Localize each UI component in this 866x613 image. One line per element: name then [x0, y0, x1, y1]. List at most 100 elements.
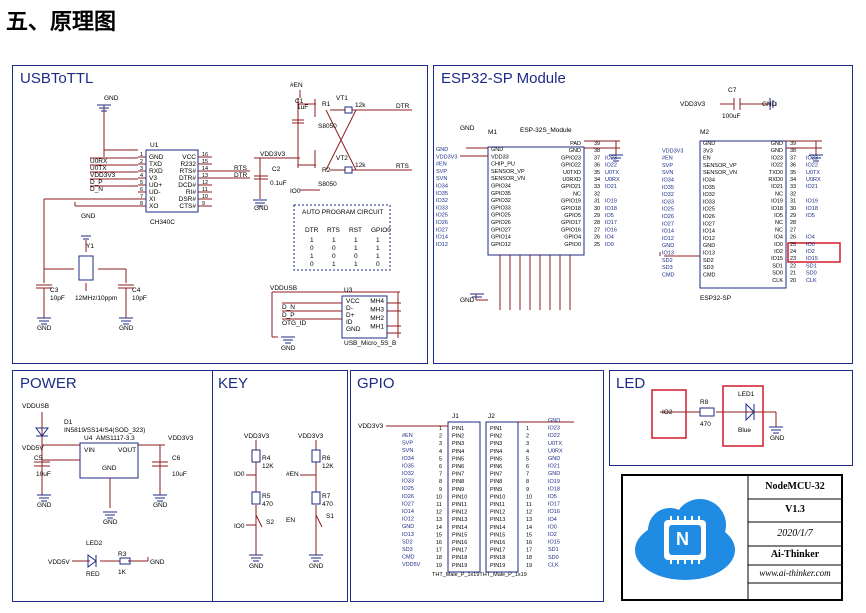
m2-right-pin: IO5	[774, 213, 783, 219]
j2-pin: PIN2	[490, 434, 502, 440]
j2-pin-num: 19	[526, 563, 532, 569]
m2-left-pin: IO12	[703, 236, 715, 242]
m2-right-num: 26	[790, 235, 796, 241]
m2-left-pin: SENSOR_VP	[703, 163, 737, 169]
m1-left-pin: GPIO14	[491, 235, 511, 241]
m2-left-pin: IO34	[703, 178, 715, 184]
j2-pin-num: 15	[526, 532, 532, 538]
j2-pin: PIN14	[490, 525, 505, 531]
r8-value: 470	[700, 421, 711, 428]
j2-ref: J2	[488, 413, 495, 420]
m1-right-net: IO19	[605, 199, 617, 205]
led2-color: RED	[86, 571, 100, 578]
m1-right-net: IO18	[605, 206, 617, 212]
u4-vin: VIN	[84, 447, 95, 454]
m1-left-net: IO32	[436, 198, 448, 204]
j1-net: VDD5V	[402, 562, 421, 568]
j1-pin: PIN18	[452, 555, 467, 561]
m2-right-pin: SD0	[772, 271, 783, 277]
j1-pin-num: 11	[436, 502, 442, 508]
m2-right-num: 36	[790, 163, 796, 169]
j2-pin-num: 5	[526, 456, 529, 462]
j1-net: SVP	[402, 441, 413, 447]
u1-left-num: 5	[140, 180, 143, 186]
u1-right-pin: DSR#	[179, 196, 197, 203]
r2-ref: R2	[322, 167, 331, 174]
m2-left-pin: IO35	[703, 185, 715, 191]
u1-left-num: 8	[140, 201, 143, 207]
apc-header: RST	[349, 227, 362, 234]
j2-pin-num: 7	[526, 472, 529, 478]
j1-pin: PIN14	[452, 525, 467, 531]
m2-right-net: U0TX	[806, 170, 820, 176]
titleblock-version: V1.3	[785, 504, 805, 515]
m2-left-pin: IO33	[703, 199, 715, 205]
j1-pin-num: 1	[439, 426, 442, 432]
u4-ref: U4	[84, 435, 93, 442]
c1-ref: C1	[295, 98, 304, 105]
m2-right-num: 33	[790, 184, 796, 190]
c5-ref: C5	[34, 455, 43, 462]
j1-pin: PIN16	[452, 540, 467, 546]
m1-right-num: 31	[594, 199, 600, 205]
m1-right-pin: GPIO21	[561, 184, 581, 190]
m1-left-pin: GPIO33	[491, 205, 511, 211]
m2-right-pin: RXD0	[768, 177, 783, 183]
c1-value: 1uF	[297, 104, 308, 111]
apc-cell: 1	[332, 237, 336, 244]
j2-pin: PIN18	[490, 555, 505, 561]
m1-right-num: 29	[594, 213, 600, 219]
u3-net: OTG_ID	[282, 320, 307, 327]
u3-pin: D+	[346, 312, 355, 319]
led-panel-title: LED	[616, 375, 646, 392]
m2-left-net: IO14	[662, 229, 674, 235]
j2-net: U0TX	[548, 441, 562, 447]
m1-left-pin: SENSOR_VP	[491, 169, 525, 175]
m1-left-net: SVP	[436, 169, 447, 175]
m2-right-net: IO23	[806, 155, 818, 161]
m1-right-net: IO21	[605, 184, 617, 190]
led2-ref: LED2	[86, 540, 103, 547]
apc-cell: 1	[332, 261, 336, 268]
m1-left-net: IO27	[436, 227, 448, 233]
vt1-ref: VT1	[336, 95, 348, 102]
m1-left-net: IO14	[436, 235, 448, 241]
j1-net: SVN	[402, 448, 413, 454]
vt2-part: S8050	[318, 181, 337, 188]
led2-vdd5v: VDD5V	[48, 559, 70, 566]
m1-ref: M1	[488, 129, 497, 136]
r5-ref: R5	[262, 493, 271, 500]
j1-net: IO14	[402, 509, 414, 515]
j2-pin-num: 16	[526, 540, 532, 546]
c4-ref: C4	[132, 287, 141, 294]
m2-right-net: IO0	[806, 242, 815, 248]
m2-left-net: IO35	[662, 185, 674, 191]
m1-left-net: GND	[436, 147, 448, 153]
m2-right-pin: IO15	[771, 256, 783, 262]
m2-left-pin: SD2	[703, 258, 714, 264]
dtr-net: DTR	[234, 172, 248, 179]
usb-io0-net: IO0	[290, 188, 301, 195]
m2-right-pin: IO2	[774, 249, 783, 255]
j2-pin-num: 13	[526, 517, 532, 523]
m2-left-net: IO26	[662, 214, 674, 220]
j2-pin: PIN8	[490, 479, 502, 485]
m2-right-net: U0RX	[806, 177, 821, 183]
u1-ref: U1	[150, 142, 159, 149]
esp-panel-title: ESP32-SP Module	[441, 70, 566, 87]
m2-right-pin: NC	[775, 191, 783, 197]
j2-pin: PIN5	[490, 456, 502, 462]
u1-right-num: 9	[202, 201, 205, 207]
m2-right-num: 37	[790, 155, 796, 161]
m2-right-pin: GND	[771, 148, 783, 154]
m2-left-net: #EN	[662, 156, 673, 162]
r7-value: 470	[322, 501, 333, 508]
m2-left-net: CMD	[662, 272, 675, 278]
u1-right-num: 16	[202, 152, 208, 158]
u3-net: D_N	[282, 304, 295, 311]
crystal-gnd: GND	[81, 213, 96, 220]
m1-right-pin: GPIO19	[561, 199, 581, 205]
u4-ground: GND	[103, 519, 118, 526]
apc-header: DTR	[305, 227, 319, 234]
key-en: #EN	[286, 471, 299, 478]
